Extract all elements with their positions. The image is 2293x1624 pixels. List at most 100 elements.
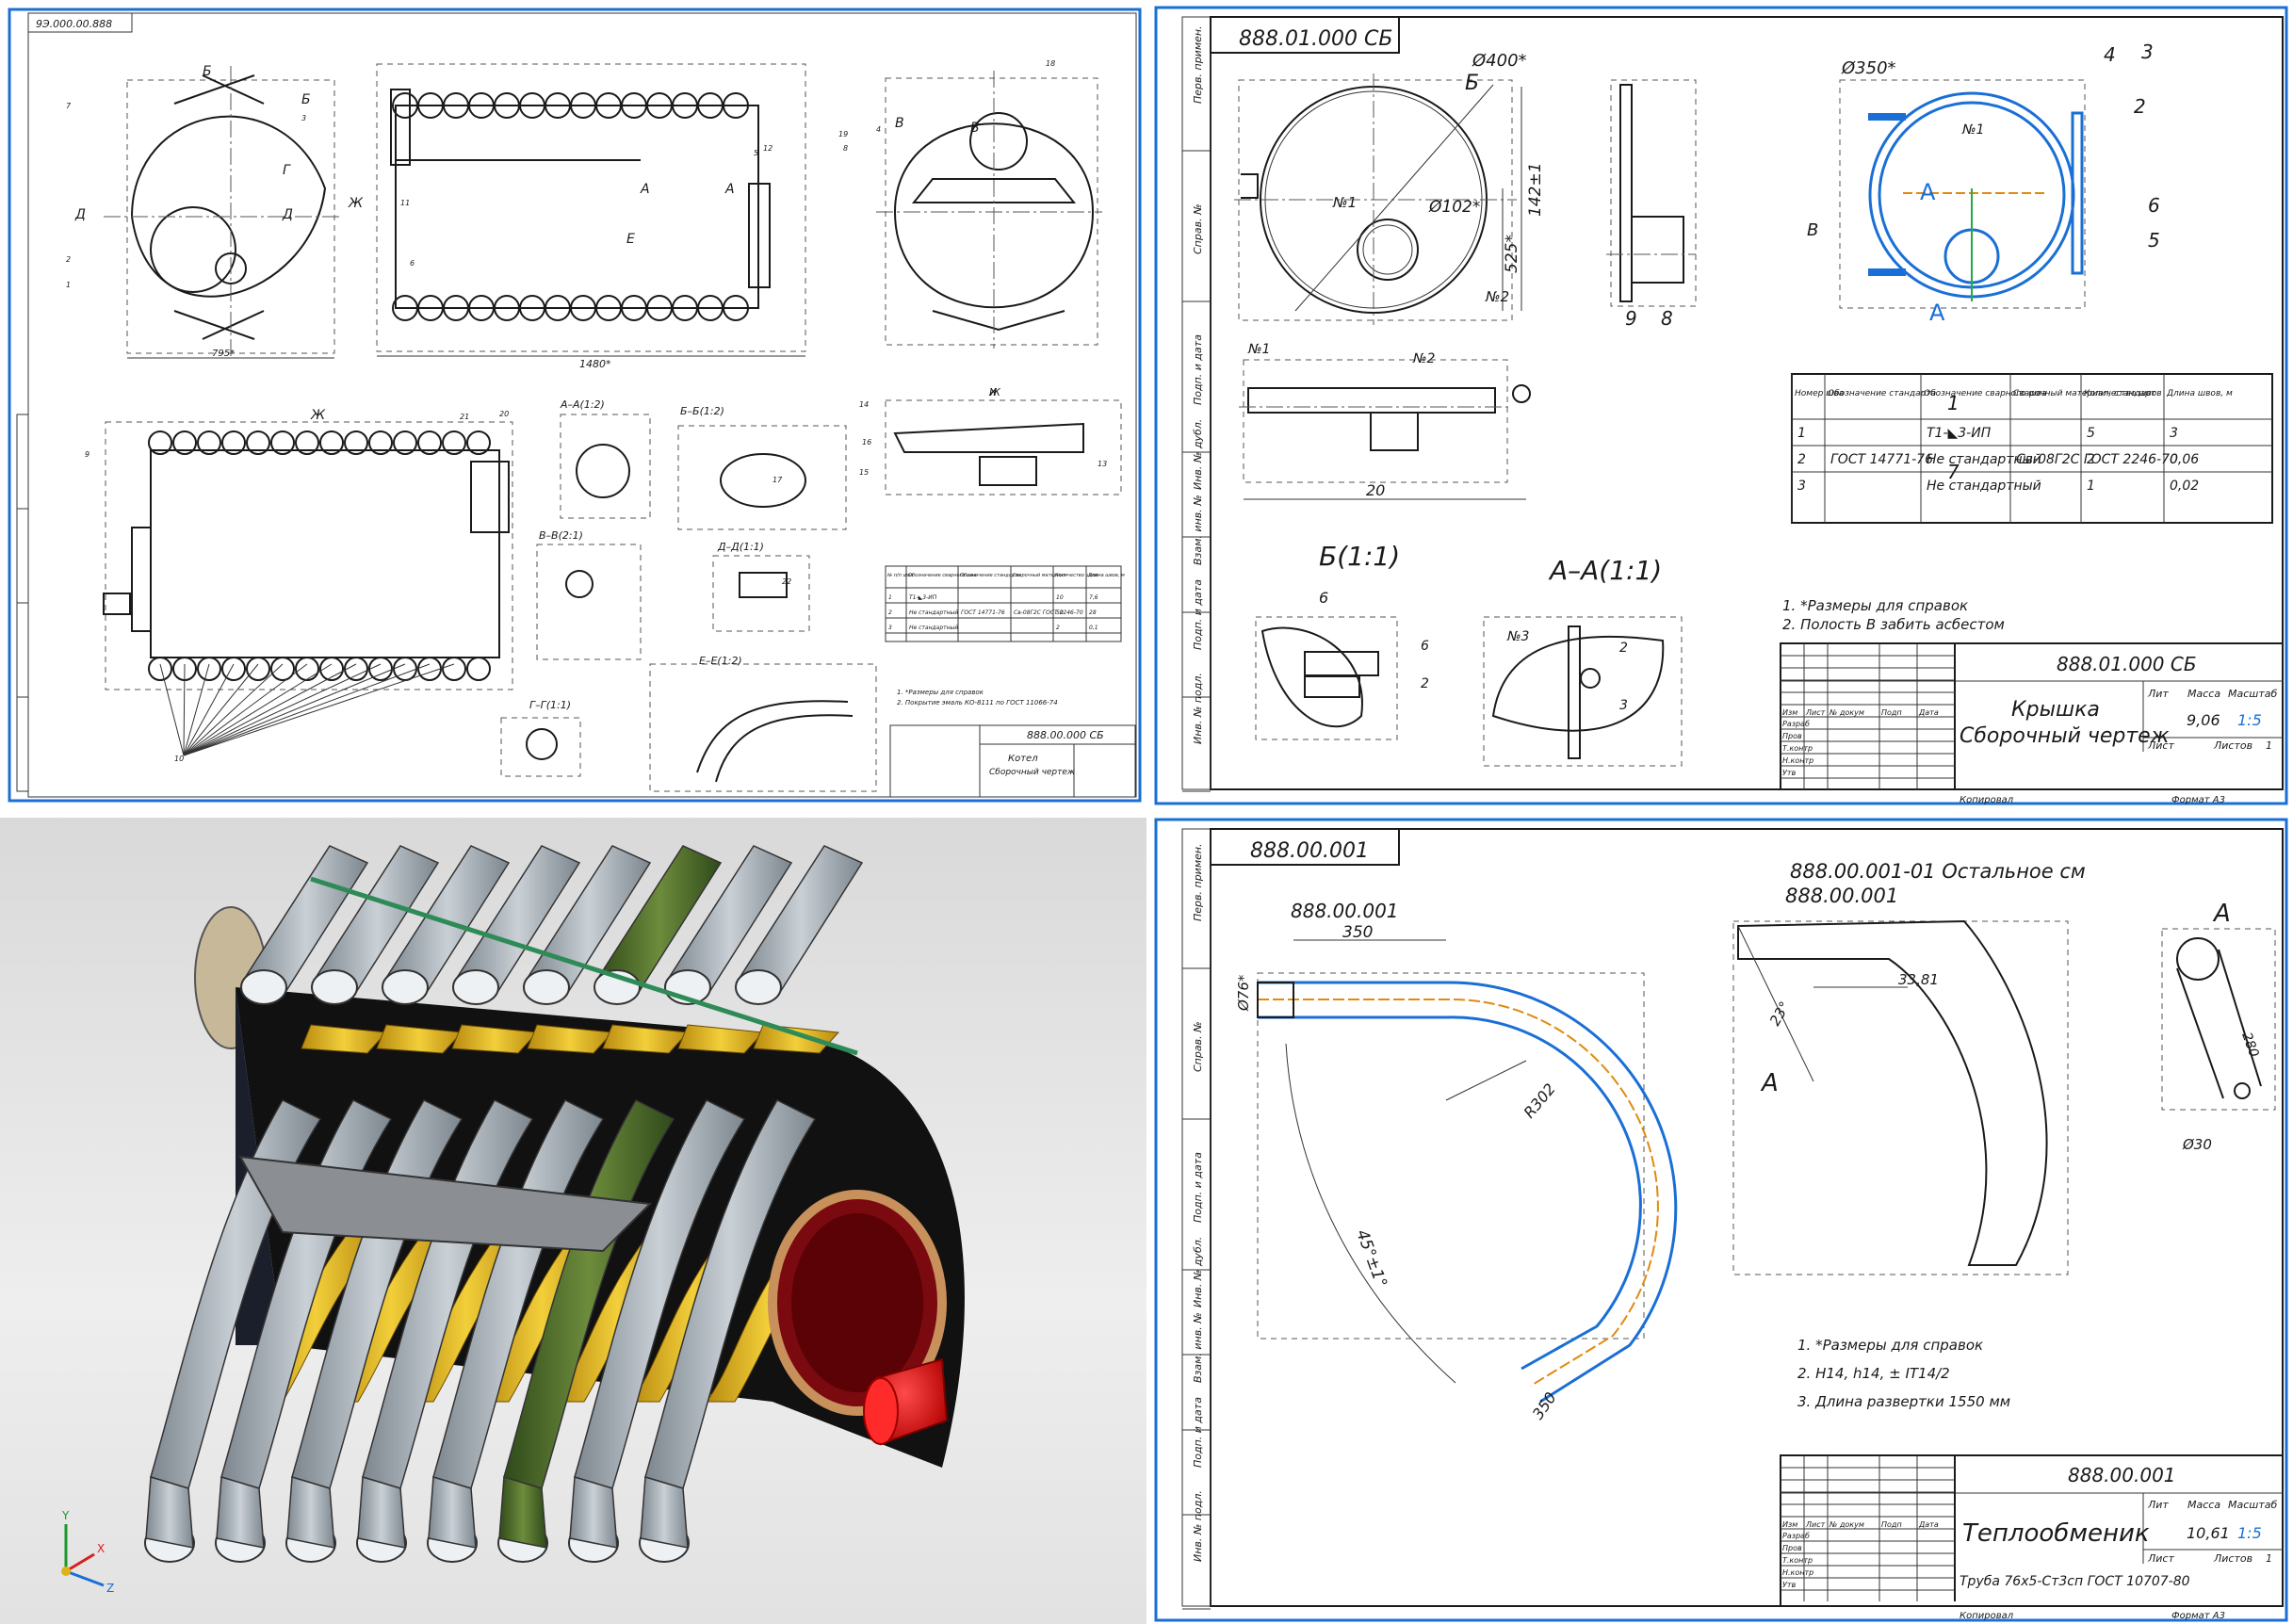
q1-section-label: И <box>989 386 997 398</box>
q4-side-label: Подп. и дата <box>1192 1397 1204 1468</box>
heat-exchanger-pipe[interactable] <box>569 1476 618 1549</box>
sheet-boiler-assembly[interactable]: 9Э.000.00.888 795* 1480* <box>0 0 1146 810</box>
svg-text:142±1: 142±1 <box>1526 162 1545 217</box>
svg-text:Листов: Листов <box>2213 1552 2252 1565</box>
q2-row-label: Т.контр <box>1782 744 1813 753</box>
q4-title-name: Теплообменик <box>1962 1519 2150 1548</box>
q1-balloon: 9 <box>85 450 89 459</box>
q1-section-label: Д–Д(1:1) <box>717 541 764 553</box>
svg-text:А: А <box>1760 1069 1779 1097</box>
svg-text:888.00.000 СБ: 888.00.000 СБ <box>1027 729 1104 741</box>
svg-text:Копировал: Копировал <box>1960 795 2014 805</box>
q4-row-label: № докум <box>1829 1520 1864 1529</box>
svg-text:1: 1 <box>2266 739 2272 752</box>
heat-exchanger-pipe[interactable] <box>428 1476 477 1549</box>
leader-line <box>183 663 357 756</box>
q2-side-label: Перв. примен. <box>1192 25 1204 104</box>
detail-a <box>1483 616 1683 767</box>
q4-side-label: Перв. примен. <box>1192 843 1204 921</box>
q4-side-label: Справ. № <box>1192 1021 1204 1072</box>
svg-text:888.00.001: 888.00.001 <box>1785 885 1898 907</box>
q2-balloon: 3 <box>2141 41 2154 63</box>
q1-view-letter: Ж <box>348 196 364 211</box>
q1-balloon: 22 <box>782 577 791 586</box>
q2-side-label: Взам. инв. № <box>1192 495 1204 565</box>
svg-text:Лист: Лист <box>2147 739 2174 752</box>
q2-balloon: 1 <box>1947 392 1960 414</box>
q1-balloon: 8 <box>843 144 848 153</box>
q1-balloon: 15 <box>859 468 869 477</box>
q1-table-header: Обозначение сварного шва <box>908 573 976 578</box>
svg-text:350: 350 <box>1342 923 1373 942</box>
q1-view-letter: Ж <box>310 408 326 423</box>
q1-table-header: Обозначение стандарта <box>960 573 1020 578</box>
q1-view-letter: Е <box>626 232 635 247</box>
q1-table-cell: 2 <box>1056 625 1060 631</box>
q1-balloon: 2 <box>66 255 71 264</box>
fin <box>753 1024 840 1054</box>
pipe-circle <box>466 430 491 455</box>
q1-view-letter: А <box>640 182 650 197</box>
heat-exchanger-pipe[interactable] <box>286 1476 335 1549</box>
q1-view-letter: Б <box>301 92 311 107</box>
svg-text:В: В <box>1807 220 1818 240</box>
q1-balloon: 19 <box>838 130 848 138</box>
svg-text:Лит: Лит <box>2147 1499 2169 1511</box>
pipe-circle <box>393 430 417 455</box>
svg-text:Б: Б <box>1465 72 1479 95</box>
fin <box>677 1024 765 1054</box>
q2-table-cell: Не стандартный <box>1927 479 2041 494</box>
q2-table-cell: 3 <box>1797 479 1806 494</box>
leader-line <box>183 663 333 756</box>
q1-balloon: 13 <box>1098 460 1107 468</box>
svg-text:3: 3 <box>1619 698 1628 713</box>
q4-side-label: Инв. № дубл. <box>1192 1237 1204 1307</box>
bent-pipe-view <box>1257 939 1678 1404</box>
heat-exchanger-pipe[interactable] <box>216 1476 265 1549</box>
heat-exchanger-pipe[interactable] <box>145 1476 194 1549</box>
heat-exchanger-pipe[interactable] <box>498 1476 547 1549</box>
q1-view-letter: Д <box>74 207 86 222</box>
q2-table-cell: 0,02 <box>2170 479 2199 494</box>
q1-table-cell: 28 <box>1089 609 1097 616</box>
q4-row-label: Разраб <box>1782 1532 1810 1540</box>
q4-part-label: 888.00.001 <box>1291 900 1399 922</box>
sheet-heat-exchanger-part[interactable]: Перв. примен. Справ. № Подп. и дата Инв. № … <box>1154 818 2293 1624</box>
q1-section-label: Ж <box>988 386 1001 398</box>
top-view: 1480* <box>376 63 806 370</box>
leader-line <box>183 663 406 756</box>
svg-text:33,81: 33,81 <box>1898 971 1939 988</box>
q2-side-label: Подп. и дата <box>1192 579 1204 650</box>
svg-text:А–А(1:1): А–А(1:1) <box>1548 555 1662 586</box>
q1-section-label: В–В(2:1) <box>539 529 583 542</box>
q1-table-cell: 2 <box>888 609 892 616</box>
svg-text:2. Покрытие эмаль КО-8111 по Г: 2. Покрытие эмаль КО-8111 по ГОСТ 11066-… <box>897 699 1058 706</box>
svg-text:Масштаб: Масштаб <box>2228 688 2277 700</box>
q1-balloon: 5 <box>754 149 758 157</box>
q2-table-header: Номер шва <box>1795 389 1844 398</box>
q2-table-header: Обозначение сварного шва <box>1924 389 2046 398</box>
heat-exchanger-pipe[interactable] <box>357 1476 406 1549</box>
svg-text:Формат А3: Формат А3 <box>2171 795 2225 805</box>
leader-line <box>183 663 259 756</box>
q2-row-label: Подп <box>1881 708 1902 717</box>
svg-text:Ø30: Ø30 <box>2182 1136 2212 1153</box>
q1-view-letter: Д <box>282 207 293 222</box>
q1-section-label: Г–Г(1:1) <box>529 699 571 711</box>
svg-text:1480*: 1480* <box>579 358 611 370</box>
pipe-circle <box>417 430 442 455</box>
cad-3d-viewport[interactable]: Y X Z <box>0 818 1146 1624</box>
pipe-circle <box>295 430 319 455</box>
leader-line <box>183 663 186 756</box>
q1-view-letter: В <box>895 116 904 131</box>
heat-exchanger-pipe[interactable] <box>640 1476 689 1549</box>
fin <box>451 1024 539 1054</box>
lid-bottom-view <box>1239 359 1531 500</box>
leader-line <box>183 663 455 756</box>
pipe-opening <box>523 969 570 1005</box>
svg-text:Сборочный чертеж: Сборочный чертеж <box>989 768 1076 777</box>
boiler-model[interactable] <box>144 845 965 1563</box>
q2-side-label: Справ. № <box>1192 203 1204 254</box>
